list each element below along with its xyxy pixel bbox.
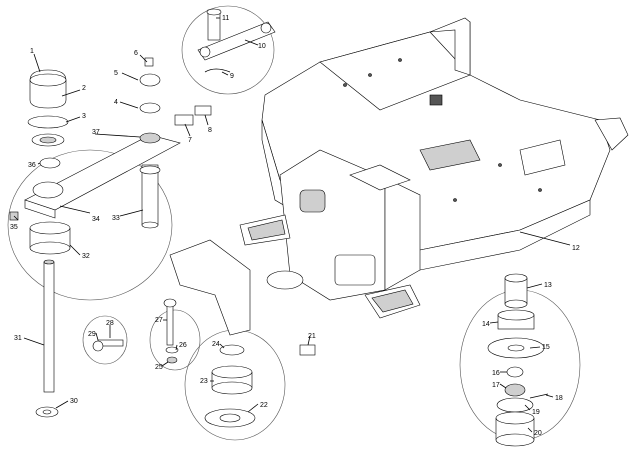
callout-20: 20 [534,430,542,437]
callout-28: 28 [106,320,114,327]
callout-21: 21 [308,333,316,340]
callout-31: 31 [14,335,22,342]
bottom-parts [163,298,316,428]
callout-10: 10 [258,43,266,50]
left-parts [9,69,181,418]
callout-15: 15 [542,344,550,351]
callout-1: 1 [30,48,34,55]
callout-17: 17 [492,382,500,389]
callout-29: 29 [88,331,96,338]
right-parts [487,273,549,447]
callout-23: 23 [200,378,208,385]
callout-5: 5 [114,70,118,77]
callout-6: 6 [134,50,138,57]
callout-2: 2 [82,85,86,92]
callout-27: 27 [155,317,163,324]
callout-25: 25 [155,364,163,371]
top-parts [139,8,276,126]
main-frame [169,17,629,336]
callout-9: 9 [230,73,234,80]
callout-32: 32 [82,253,90,260]
leader-lines [13,17,571,433]
callout-30: 30 [70,398,78,405]
detail-circle-left [7,149,173,301]
callout-22: 22 [260,402,268,409]
callout-35: 35 [10,224,18,231]
callout-3: 3 [82,113,86,120]
callout-18: 18 [555,395,563,402]
callout-4: 4 [114,99,118,106]
callout-8: 8 [208,127,212,134]
detail-circle-small [82,315,128,365]
callout-24: 24 [212,341,220,348]
callout-labels: 1 2 3 4 5 6 7 8 9 10 11 12 13 14 15 16 1… [10,15,580,437]
callout-14: 14 [482,321,490,328]
callout-34: 34 [92,216,100,223]
callout-33: 33 [112,215,120,222]
callout-11: 11 [222,15,229,22]
callout-13: 13 [544,282,552,289]
callout-37: 37 [92,129,100,136]
callout-12: 12 [572,245,580,252]
callout-19: 19 [532,409,540,416]
callout-36: 36 [28,162,36,169]
detail-circle-bolt [149,309,201,371]
detail-circle-top [181,5,275,95]
callout-16: 16 [492,370,500,377]
callout-7: 7 [188,137,192,144]
callout-26: 26 [179,342,187,349]
